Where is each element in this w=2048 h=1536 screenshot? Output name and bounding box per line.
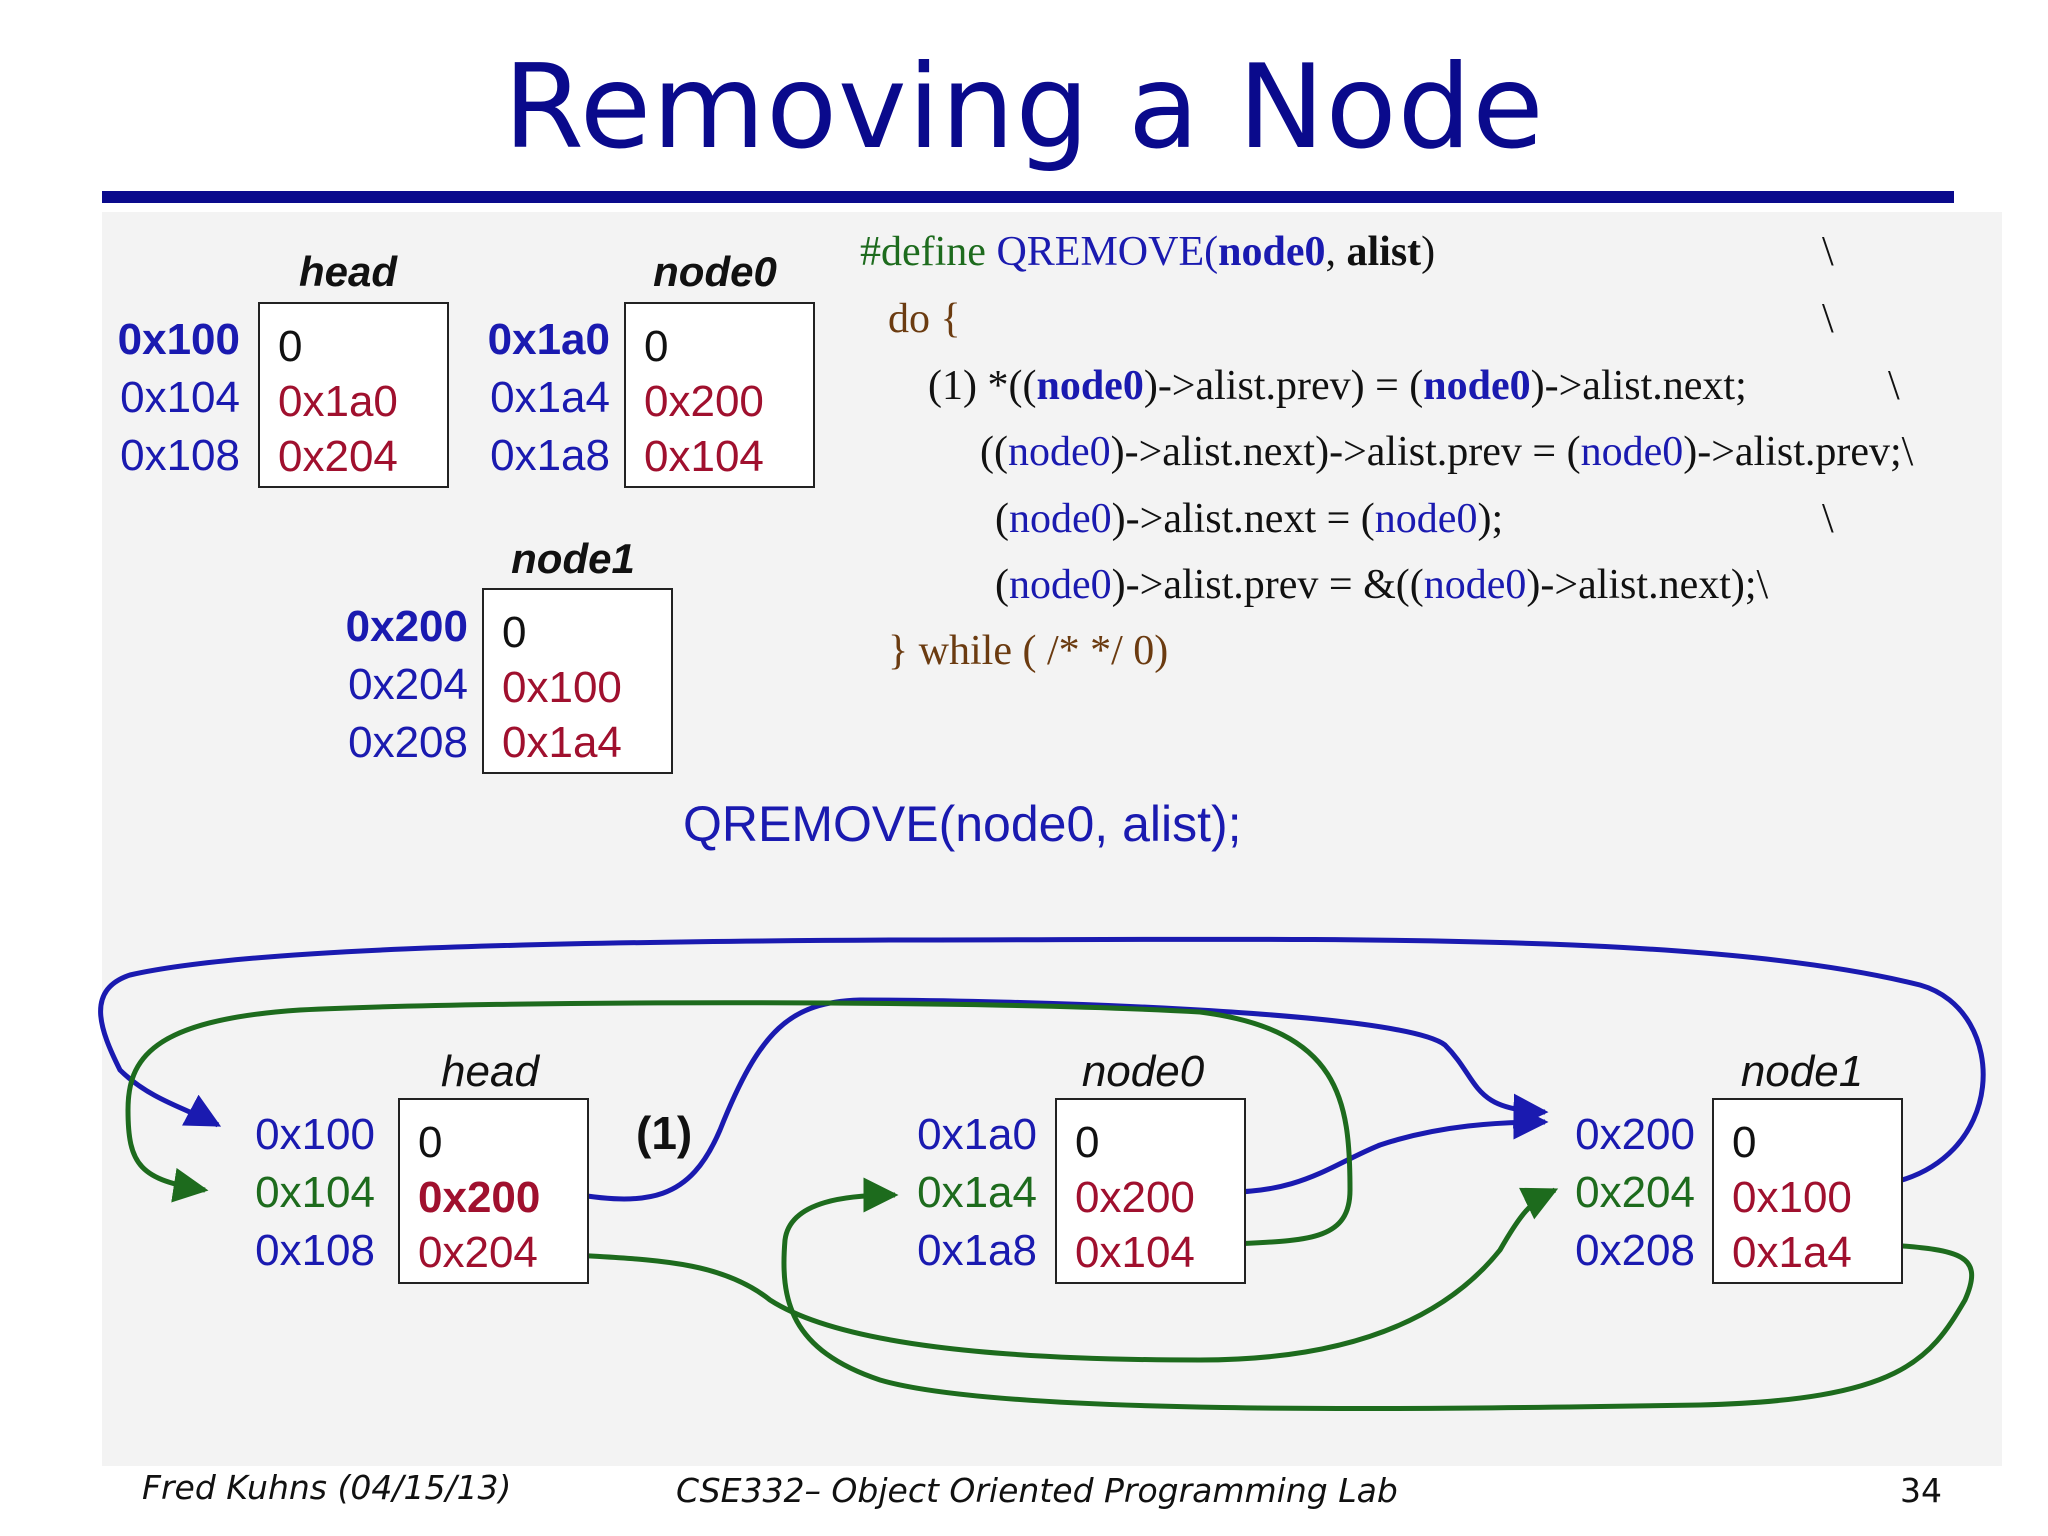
footer-author: Fred Kuhns (04/15/13) [142,1468,512,1507]
slide-title: Removing a Node [503,40,1545,175]
node-label: head [441,1047,539,1096]
address: 0x100 [255,1110,375,1159]
next-pointer: 0x100 [1732,1173,1852,1222]
address: 0x104 [120,373,240,422]
next-arrow-node0-to-node1 [1214,1104,1549,1195]
address: 0x108 [255,1226,375,1275]
footer-course: CSE332– Object Oriented Programming Lab [676,1471,1398,1510]
address: 0x108 [120,431,240,480]
node-fields: 0 0x200 0x104 [1057,1115,1244,1280]
step-marker: (1) [928,363,977,409]
address: 0x1a4 [917,1168,1037,1217]
next-arrow-node1-to-head [98,936,1986,1188]
node-fields: 0 0x200 0x204 [400,1115,587,1280]
prev-pointer: 0x204 [278,432,398,481]
next-pointer: 0x200 [418,1173,541,1222]
macro-name: QREMOVE [996,229,1205,275]
field-value: 0 [502,608,527,657]
while-clause: } while ( /* */ 0) [888,628,1169,674]
address-column: 0x1a0 0x1a4 0x1a8 [892,1106,1037,1280]
address: 0x1a0 [917,1110,1037,1159]
next-arrow-head-to-node1-direct [561,997,1549,1202]
node-box: 0 0x200 0x104 [624,302,815,488]
address: 0x208 [348,718,468,767]
field-value: 0 [1075,1118,1100,1167]
field-value: 0 [644,322,669,371]
define-keyword: #define [860,229,986,275]
code-line-4: (node0)->alist.prev = &((node0)->alist.n… [995,562,1769,608]
address: 0x104 [255,1168,375,1217]
prev-arrow-head-to-node1 [574,1187,1559,1363]
line-continuation: \ [1756,562,1769,608]
node-label: node0 [1081,1047,1205,1096]
line-continuation: \ [1822,296,1834,342]
address: 0x204 [1575,1168,1695,1217]
code-line-2: ((node0)->alist.next)->alist.prev = (nod… [980,429,1914,475]
node-fields: 0 0x100 0x1a4 [1714,1115,1901,1280]
prev-pointer: 0x1a4 [1732,1228,1852,1277]
page-number: 34 [1900,1471,1942,1510]
prev-arrow-node0-to-head [125,1000,1353,1248]
macro-param: node0 [1218,229,1326,275]
node-box: 0 0x200 0x104 [1055,1098,1246,1284]
line-continuation: \ [1901,429,1914,475]
node-label: node0 [653,248,777,295]
address-column: 0x100 0x104 0x108 [230,1106,375,1280]
prev-pointer: 0x204 [418,1228,538,1277]
node-fields: 0 0x200 0x104 [626,319,813,484]
address-column: 0x200 0x204 0x208 [1550,1106,1695,1280]
code-line-define: #define QREMOVE(node0, alist) [860,229,1436,275]
address: 0x1a8 [490,431,610,480]
node-fields: 0 0x1a0 0x204 [260,319,447,484]
title-rule [102,191,1954,203]
address: 0x1a4 [490,373,610,422]
address: 0x204 [348,660,468,709]
line-continuation: \ [1888,363,1900,409]
address: 0x1a0 [487,315,610,364]
prev-pointer: 0x104 [1075,1228,1195,1277]
node-box: 0 0x200 0x204 [398,1098,589,1284]
address-column: 0x1a0 0x1a4 0x1a8 [470,311,610,485]
macro-param: alist [1346,229,1422,275]
address: 0x200 [345,602,468,651]
field-value: 0 [278,322,303,371]
node-box: 0 0x100 0x1a4 [1712,1098,1903,1284]
prev-pointer: 0x104 [644,432,764,481]
node-label: node1 [511,535,635,582]
next-pointer: 0x200 [1075,1173,1195,1222]
field-value: 0 [418,1118,443,1167]
step-marker: (1) [636,1107,693,1159]
address: 0x1a8 [917,1226,1037,1275]
macro-call: QREMOVE(node0, alist); [683,796,1242,852]
node-box: 0 0x1a0 0x204 [258,302,449,488]
code-line-step1: (1) *((node0)->alist.prev) = (node0)->al… [928,363,1747,409]
code-line-while: } while ( /* */ 0) [888,627,1168,675]
line-continuation: \ [1822,229,1834,275]
next-pointer: 0x100 [502,663,622,712]
code-line-do: do { [888,295,961,343]
address-column: 0x100 0x104 0x108 [100,311,240,485]
node-fields: 0 0x100 0x1a4 [484,605,671,770]
prev-pointer: 0x1a4 [502,718,622,767]
node-box: 0 0x100 0x1a4 [482,588,673,774]
field-value: 0 [1732,1118,1757,1167]
address: 0x208 [1575,1226,1695,1275]
address-column: 0x200 0x204 0x208 [328,598,468,772]
code-line-3: (node0)->alist.next = (node0); [995,496,1504,542]
address: 0x100 [117,315,240,364]
do-keyword: do { [888,296,961,342]
next-pointer: 0x200 [644,377,764,426]
node-label: head [298,248,398,295]
line-continuation: \ [1822,496,1834,542]
next-pointer: 0x1a0 [278,377,398,426]
node-label: node1 [1740,1047,1864,1096]
address: 0x200 [1575,1110,1695,1159]
prev-arrow-node1-to-node0 [781,1177,1975,1412]
